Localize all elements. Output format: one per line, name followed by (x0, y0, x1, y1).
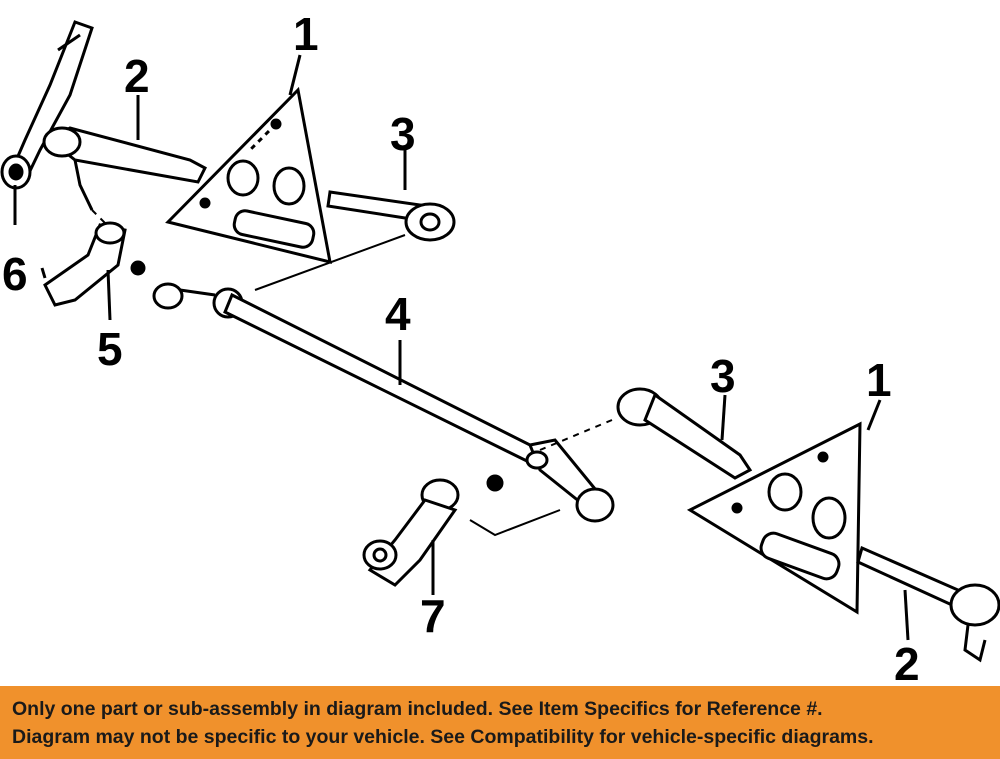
part-1-alignment-kit-upper (165, 86, 332, 265)
disclaimer-line-1: Only one part or sub-assembly in diagram… (12, 697, 823, 720)
part-5-idler-arm (40, 221, 146, 307)
callout-1-lower: 1 (866, 354, 892, 406)
leader-lines-upper (91, 209, 406, 291)
callout-arrows (13, 54, 910, 641)
callout-4: 4 (385, 288, 411, 340)
part-2-tie-rod-end-upper (42, 126, 207, 211)
callout-3-lower: 3 (710, 350, 736, 402)
part-6-arm (0, 20, 94, 190)
part-4-center-link (152, 282, 615, 523)
part-3-tie-rod-lower (616, 387, 753, 480)
leader-lines-lower (469, 419, 613, 537)
callout-2-upper: 2 (124, 50, 150, 102)
part-2-tie-rod-end-lower (856, 545, 1000, 663)
callout-7: 7 (420, 590, 446, 642)
disclaimer-banner: Only one part or sub-assembly in diagram… (0, 686, 1000, 759)
part-3-tie-rod-upper (326, 190, 456, 242)
callout-1-upper: 1 (293, 8, 319, 60)
steering-linkage-diagram: 1 2 3 6 5 4 3 1 7 2 (0, 8, 1000, 686)
part-7-pitman-arm (362, 478, 460, 587)
callout-5: 5 (97, 323, 123, 375)
disclaimer-line-2: Diagram may not be specific to your vehi… (12, 725, 874, 748)
part-1-alignment-kit-lower (686, 421, 862, 615)
callout-3-upper: 3 (390, 108, 416, 160)
callout-2-lower: 2 (894, 638, 920, 686)
callout-6: 6 (2, 248, 28, 300)
